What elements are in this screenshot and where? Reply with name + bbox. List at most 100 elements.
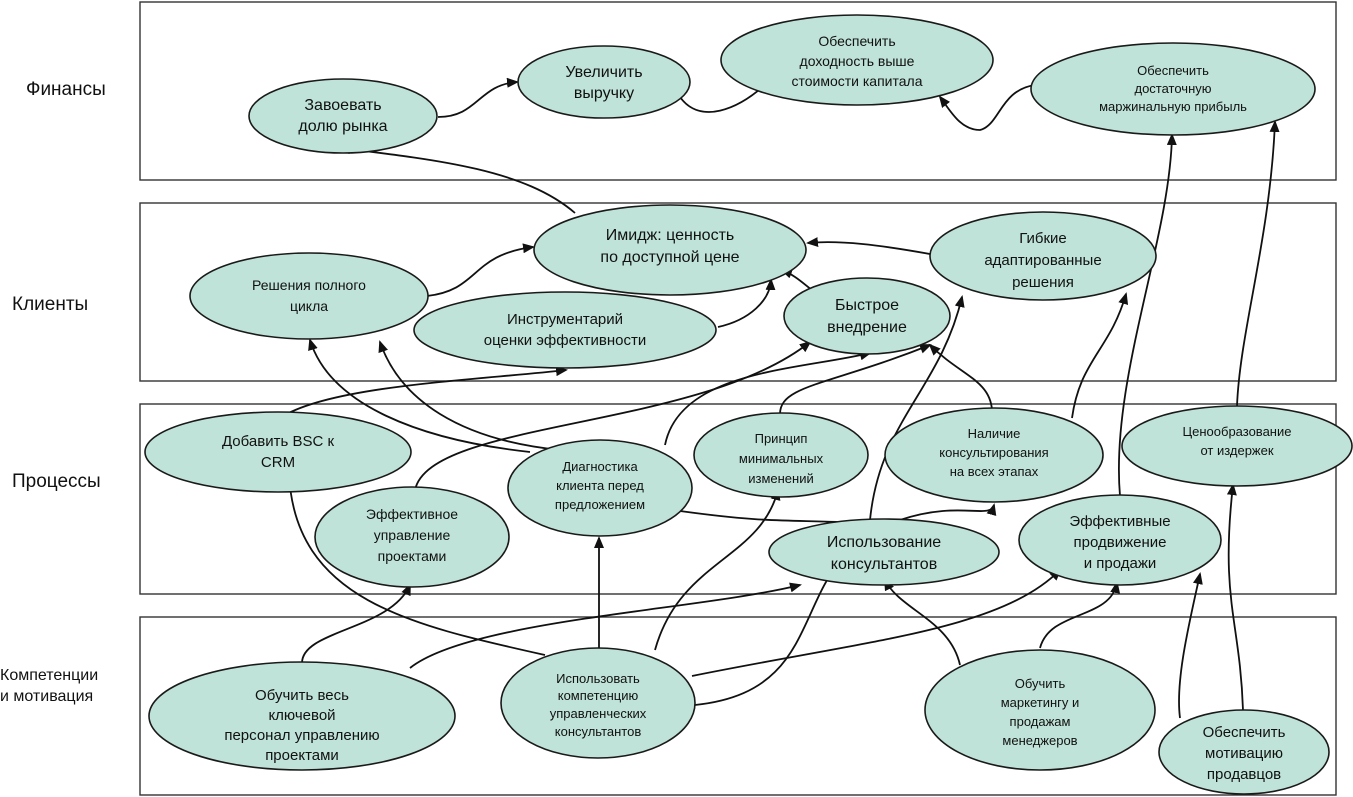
node-image-l2: по доступной цене — [600, 249, 739, 266]
lane-label-clients: Клиенты — [12, 294, 88, 315]
node-fast-impl[interactable]: Быстрое внедрение — [783, 277, 951, 355]
node-project-mgmt-l3: проектами — [378, 548, 447, 564]
node-use-competence-l2: компетенцию — [558, 688, 639, 703]
edges — [279, 77, 1280, 719]
node-fast-impl-l1: Быстрое — [835, 297, 899, 314]
node-train-staff[interactable]: Обучить весь ключевой персонал управлени… — [148, 661, 456, 771]
edge-competence-minchange — [654, 488, 781, 651]
node-market-share-l2: долю рынка — [298, 118, 387, 135]
node-diagnostics-l3: предложением — [555, 497, 645, 512]
node-use-consultants-l2: консультантов — [831, 556, 937, 573]
node-toolkit-l2: оценки эффективности — [484, 332, 647, 349]
edge-flexible-image — [806, 237, 931, 255]
node-train-staff-l3: персонал управлению — [224, 727, 379, 744]
node-consulting-all-l1: Наличие — [968, 426, 1021, 441]
node-toolkit[interactable]: Инструментарий оценки эффективности — [413, 291, 717, 369]
edge-consulting-flexible — [1071, 292, 1129, 419]
node-revenue-l1: Увеличить — [565, 64, 642, 81]
node-flexible[interactable]: Гибкие адаптированные решения — [929, 211, 1157, 301]
node-train-managers-l2: маркетингу и — [1001, 695, 1080, 710]
node-train-staff-l2: ключевой — [268, 707, 335, 724]
node-motivate-l2: мотивацию — [1205, 745, 1283, 762]
node-revenue[interactable]: Увеличить выручку — [517, 45, 691, 119]
node-min-change-l3: изменений — [748, 471, 814, 486]
node-min-change-l2: минимальных — [739, 451, 824, 466]
node-diagnostics-l2: клиента перед — [556, 478, 644, 493]
node-return-capital-l1: Обеспечить — [818, 33, 895, 49]
node-toolkit-l1: Инструментарий — [507, 311, 623, 328]
node-full-cycle-l1: Решения полного — [252, 277, 366, 293]
edge-margin-return — [938, 84, 1036, 131]
lane-label-finance: Финансы — [26, 79, 106, 100]
edge-fullcycle-image — [426, 243, 535, 297]
node-train-staff-l4: проектами — [265, 747, 339, 764]
node-min-change[interactable]: Принцип минимальных изменений — [693, 412, 869, 498]
edge-motivate-pricing — [1226, 483, 1244, 711]
node-bsc-crm-l1: Добавить BSC к — [222, 433, 334, 450]
edge-competence-promo — [691, 568, 1062, 677]
edge-toolkit-image — [717, 278, 776, 328]
node-motivate-l3: продавцов — [1207, 766, 1281, 783]
node-image[interactable]: Имидж: ценность по доступной цене — [533, 204, 807, 296]
node-market-share[interactable]: Завоевать долю рынка — [248, 78, 438, 154]
node-train-managers-l4: менеджеров — [1002, 733, 1077, 748]
node-train-managers-l3: продажам — [1010, 714, 1071, 729]
edge-diag-useconsult — [679, 510, 841, 523]
node-margin-l1: Обеспечить — [1137, 63, 1209, 78]
edge-bsc-toolkit — [279, 366, 568, 419]
node-bsc-crm-l2: CRM — [261, 454, 295, 471]
node-margin-l2: достаточную — [1134, 81, 1211, 96]
node-bsc-crm[interactable]: Добавить BSC к CRM — [144, 411, 412, 493]
node-cost-pricing[interactable]: Ценообразование от издержек — [1121, 405, 1353, 487]
node-train-managers[interactable]: Обучить маркетингу и продажам менеджеров — [924, 649, 1156, 771]
edge-managers-promo — [1039, 581, 1121, 649]
edge-pricing-margin — [1236, 120, 1280, 407]
node-use-competence[interactable]: Использовать компетенцию управленческих … — [500, 647, 696, 759]
node-consulting-all-l2: консультирования — [939, 445, 1048, 460]
node-use-consultants-l1: Использование — [827, 534, 941, 551]
node-consulting-all[interactable]: Наличие консультирования на всех этапах — [884, 407, 1104, 503]
edge-marketshare-revenue — [437, 77, 519, 118]
edge-image-marketshare — [338, 144, 576, 214]
node-min-change-l1: Принцип — [755, 431, 808, 446]
edge-promo-margin — [1118, 133, 1177, 497]
node-project-mgmt[interactable]: Эффективное управление проектами — [314, 486, 510, 588]
node-return-capital[interactable]: Обеспечить доходность выше стоимости кап… — [720, 14, 994, 106]
node-flexible-l2: адаптированные — [984, 252, 1101, 269]
node-cost-pricing-l1: Ценообразование — [1183, 424, 1292, 439]
edge-train-useconsult — [409, 582, 802, 669]
node-image-l1: Имидж: ценность — [606, 227, 734, 244]
node-promo-sales-l3: и продажи — [1084, 555, 1157, 572]
lane-label-competencies-1: Компетенции — [0, 667, 98, 684]
node-fast-impl-l2: внедрение — [827, 319, 907, 336]
node-train-managers-l1: Обучить — [1015, 676, 1066, 691]
node-project-mgmt-l2: управление — [374, 527, 451, 543]
edge-consulting-fastimpl — [928, 343, 993, 411]
node-use-consultants[interactable]: Использование консультантов — [768, 518, 1000, 586]
node-promo-sales[interactable]: Эффективные продвижение и продажи — [1018, 494, 1222, 586]
edge-useconsult-flexible — [869, 295, 965, 521]
edge-diag-fullcycle2 — [378, 340, 561, 451]
node-return-capital-l2: доходность выше — [800, 53, 915, 69]
node-motivate-l1: Обеспечить — [1203, 724, 1286, 741]
node-margin-l3: маржинальную прибыль — [1099, 99, 1247, 114]
node-flexible-l3: решения — [1012, 274, 1074, 291]
node-promo-sales-l2: продвижение — [1074, 534, 1167, 551]
node-margin[interactable]: Обеспечить достаточную маржинальную приб… — [1030, 42, 1316, 136]
edge-motivate-promo — [1178, 572, 1203, 719]
node-full-cycle[interactable]: Решения полного цикла — [189, 252, 429, 340]
edge-diag-fastimpl — [664, 350, 872, 446]
edge-competence-bsc — [284, 472, 546, 656]
edge-minchange-fastimpl — [779, 344, 932, 415]
node-motivate[interactable]: Обеспечить мотивацию продавцов — [1158, 709, 1330, 795]
node-return-capital-l3: стоимости капитала — [791, 73, 922, 89]
node-diagnostics-l1: Диагностика — [562, 459, 638, 474]
node-full-cycle-l2: цикла — [290, 298, 328, 314]
edge-managers-useconsult — [884, 578, 961, 666]
node-flexible-l1: Гибкие — [1019, 230, 1067, 247]
node-diagnostics[interactable]: Диагностика клиента перед предложением — [507, 439, 693, 537]
lane-label-processes: Процессы — [12, 471, 101, 492]
edge-diag-fullcycle — [308, 338, 531, 453]
